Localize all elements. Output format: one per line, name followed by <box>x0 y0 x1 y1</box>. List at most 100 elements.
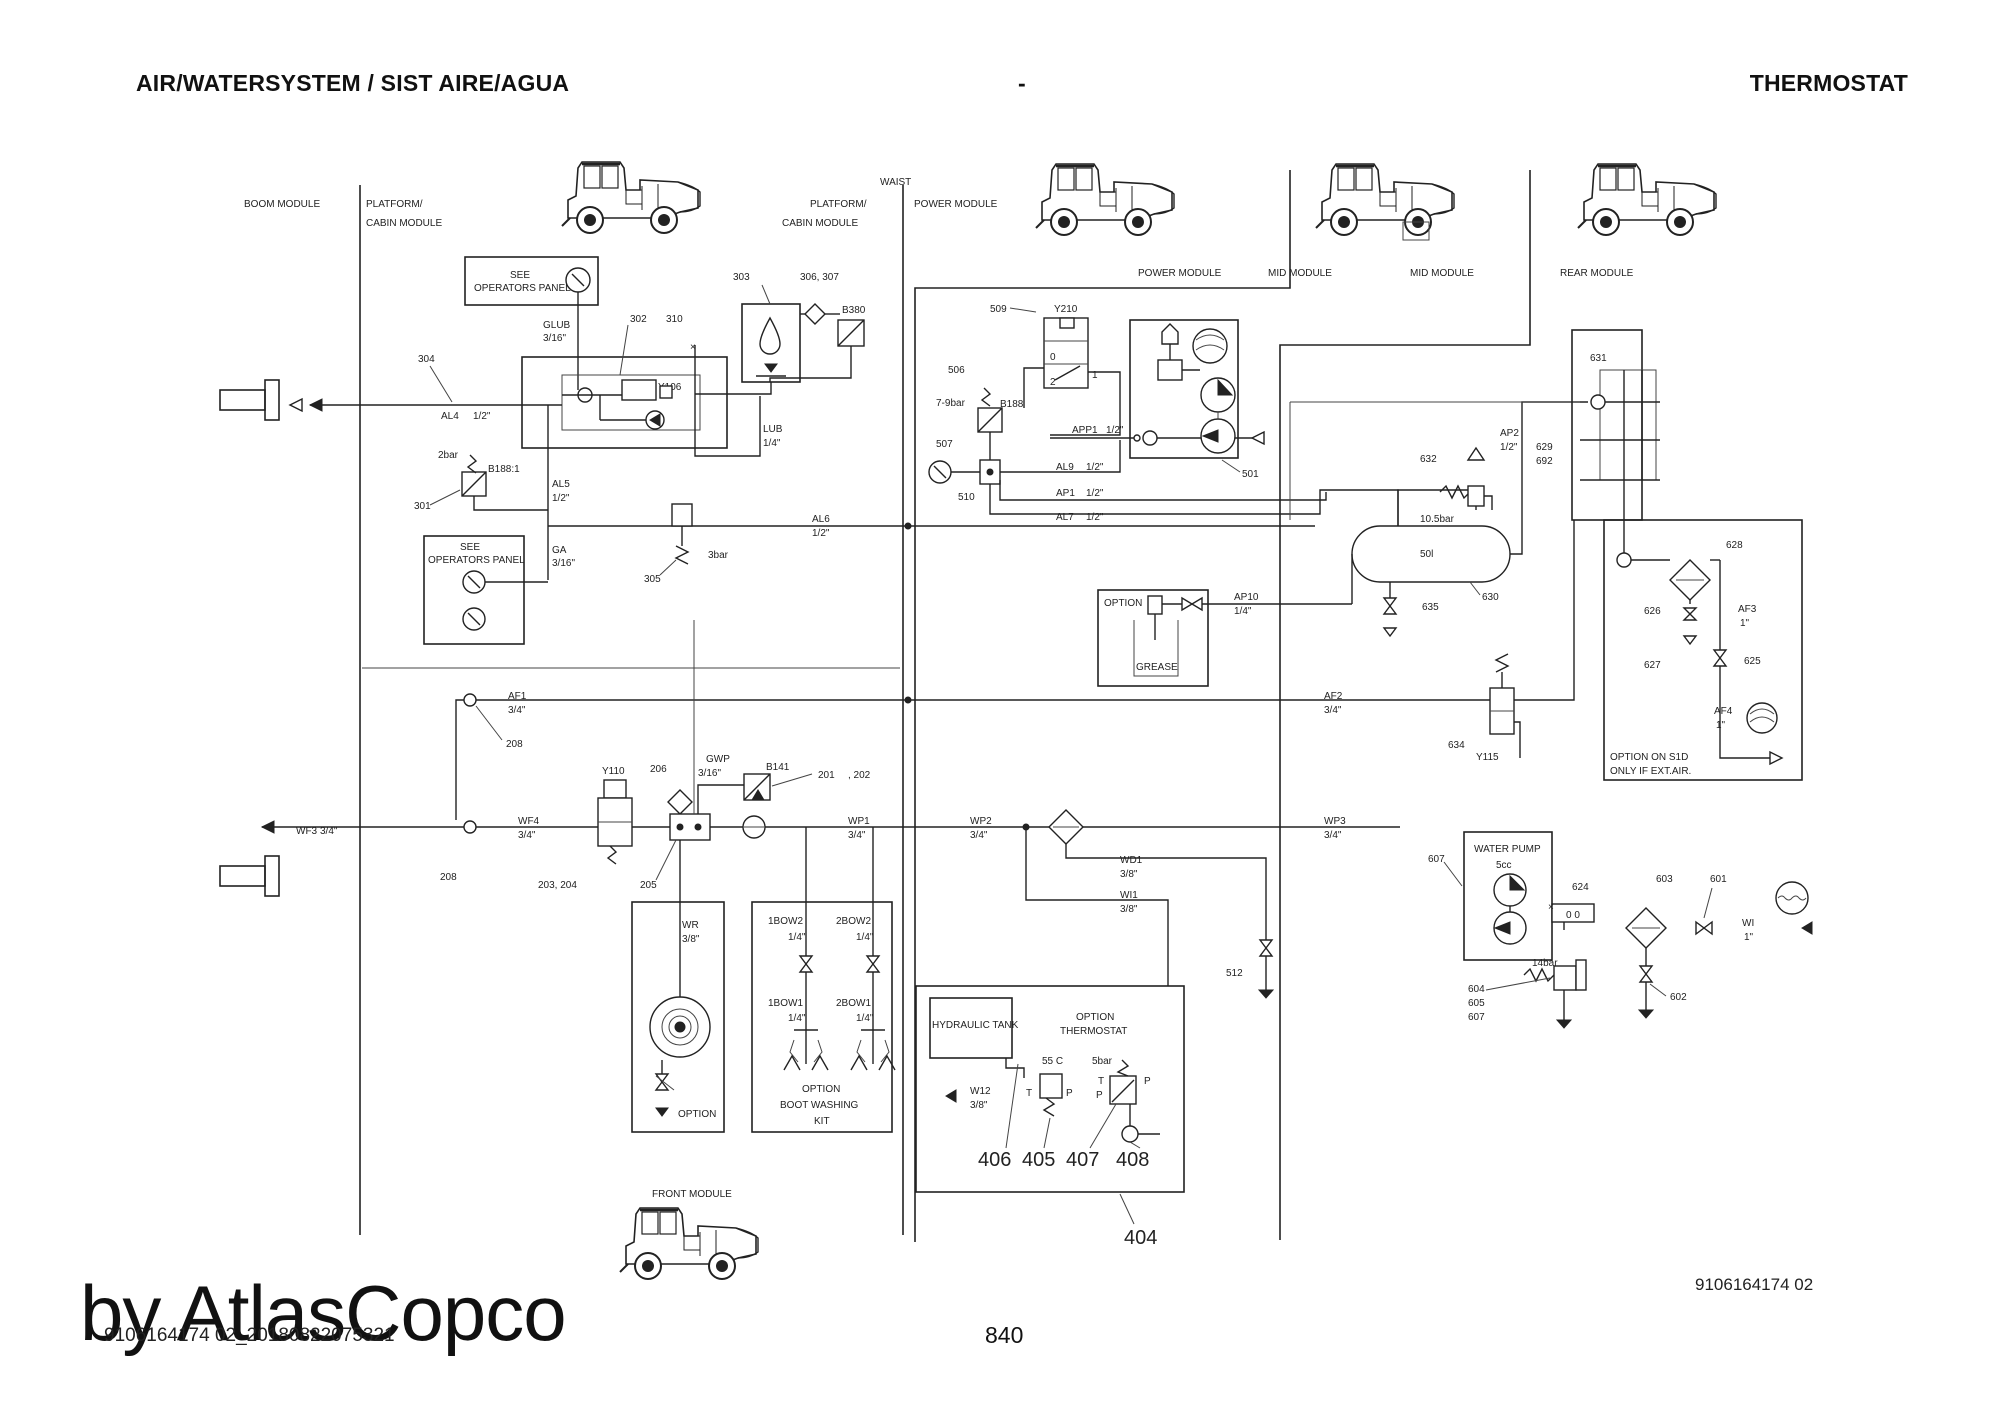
footer-doc-code: 9106164174 02 <box>1695 1275 1814 1294</box>
footer-file-ref: 9106164174 02_20180822075321 <box>104 1325 395 1346</box>
label-512: 512 <box>1226 968 1243 979</box>
rear-manifold-box <box>1571 329 1643 521</box>
valve-y106 <box>621 379 657 401</box>
see-operators-panel-1 <box>464 256 599 306</box>
see-panel-2-a: SEE <box>460 542 480 553</box>
label-ga: GA <box>552 545 567 556</box>
label-14bar: 14bar <box>1532 958 1558 969</box>
label-p-407a: P <box>1096 1090 1103 1101</box>
label-t-407: T <box>1098 1076 1104 1087</box>
check-valve-631 <box>1590 394 1606 410</box>
label-al4: AL4 <box>441 411 459 422</box>
label-y210: Y210 <box>1054 304 1078 315</box>
label-t-405: T <box>1026 1088 1032 1099</box>
header-title-middle: - <box>1018 70 1026 96</box>
see-panel-1-a: SEE <box>510 270 530 281</box>
vehicle-icon-rear <box>1576 162 1718 237</box>
hydraulic-return-arrow-icon <box>945 1089 957 1103</box>
label-opt-thermo-a: OPTION <box>1076 1012 1114 1023</box>
label-ap10: AP10 <box>1234 592 1259 603</box>
label-ap2-size: 1/2" <box>1500 442 1518 453</box>
label-w12-size: 3/8" <box>970 1100 988 1111</box>
check-valve-208b <box>463 820 477 834</box>
air-line-af1-af2 <box>455 699 1490 820</box>
module-label-platform-2b: CABIN MODULE <box>782 218 858 229</box>
mid-module-highlight <box>1402 221 1430 241</box>
label-opt-thermo-b: THERMOSTAT <box>1060 1026 1127 1037</box>
see-panel-1-b: OPERATORS PANEL <box>474 283 571 294</box>
header-title-right: THERMOSTAT <box>1749 70 1908 96</box>
option-s1d-box <box>1603 519 1803 781</box>
label-wf4-size: 3/4" <box>518 830 536 841</box>
thermostat-valve-405 <box>1039 1073 1063 1099</box>
label-310: 310 <box>666 314 683 325</box>
label-2bow1: 2BOW1 <box>836 998 871 1009</box>
label-wi-size: 1" <box>1744 932 1754 943</box>
label-634: 634 <box>1448 740 1465 751</box>
label-2bow1-size: 1/4" <box>856 1013 874 1024</box>
check-valve-501 <box>1142 430 1158 446</box>
check-valve-208a <box>463 693 477 707</box>
label-1bow1: 1BOW1 <box>768 998 803 1009</box>
module-label-waist: WAIST <box>880 177 911 188</box>
label-625: 625 <box>1744 656 1761 667</box>
label-af1: AF1 <box>508 691 527 702</box>
label-306-307: 306, 307 <box>800 272 839 283</box>
label-al7: AL7 <box>1056 512 1074 523</box>
label-607b: 607 <box>1468 1012 1485 1023</box>
label-al6-size: 1/2" <box>812 528 830 539</box>
compressor-unit-501 <box>1129 319 1239 459</box>
power-module-boundary <box>914 170 1291 1242</box>
label-ap10-size: 1/4" <box>1234 606 1252 617</box>
label-407: 407 <box>1066 1149 1099 1171</box>
label-option-s1d-a: OPTION ON S1D <box>1610 752 1688 763</box>
arrow-left-icon <box>308 398 323 412</box>
water-reel-box <box>631 901 725 1133</box>
label-af2-size: 3/4" <box>1324 705 1342 716</box>
arrow-left-water-icon <box>260 820 275 834</box>
label-603: 603 <box>1656 874 1673 885</box>
water-pump-box <box>1463 831 1553 961</box>
vehicle-icon-front <box>618 1206 760 1281</box>
module-label-mid-1: MID MODULE <box>1268 268 1332 279</box>
label-al5: AL5 <box>552 479 570 490</box>
label-al6: AL6 <box>812 514 830 525</box>
label-1bow2-size: 1/4" <box>788 932 806 943</box>
label-p-407b: P <box>1144 1076 1151 1087</box>
label-607: 607 <box>1428 854 1445 865</box>
check-valve-408 <box>1121 1125 1139 1143</box>
label-lub-size: 1/4" <box>763 438 781 449</box>
label-630: 630 <box>1482 592 1499 603</box>
label-b380: B380 <box>842 305 866 316</box>
valve-y210 <box>1043 317 1089 389</box>
option-grease-title: OPTION <box>1104 598 1142 609</box>
label-option-s1d-b: ONLY IF EXT.AIR. <box>1610 766 1691 777</box>
label-y115: Y115 <box>1476 752 1499 763</box>
inlet-arrow-icon <box>1250 430 1265 446</box>
filter-icon <box>1161 323 1179 345</box>
label-al9-size: 1/2" <box>1086 462 1104 473</box>
label-al4-size: 1/2" <box>473 411 491 422</box>
label-wf3: WF3 <box>296 826 318 837</box>
label-glub-size: 3/16" <box>543 333 566 344</box>
label-208b: 208 <box>440 872 457 883</box>
label-408: 408 <box>1116 1149 1149 1171</box>
module-label-platform-1a: PLATFORM/ <box>366 199 423 210</box>
label-af3: AF3 <box>1738 604 1757 615</box>
label-glub: GLUB <box>543 320 571 331</box>
module-label-platform-2a: PLATFORM/ <box>810 199 867 210</box>
vehicle-icon-power <box>1034 162 1176 237</box>
boom-connector-air <box>219 379 280 421</box>
label-ap1: AP1 <box>1056 488 1075 499</box>
label-7-9bar: 7-9bar <box>936 398 966 409</box>
module-label-rear: REAR MODULE <box>1560 268 1634 279</box>
vehicle-icon-platform <box>560 160 702 235</box>
module-label-power: POWER MODULE <box>1138 268 1222 279</box>
label-626: 626 <box>1644 606 1661 617</box>
relief-valve-604 <box>1553 965 1577 991</box>
label-wp2: WP2 <box>970 816 992 827</box>
label-wp1: WP1 <box>848 816 870 827</box>
label-10-5bar: 10.5bar <box>1420 514 1455 525</box>
label-gwp-size: 3/16" <box>698 768 721 779</box>
